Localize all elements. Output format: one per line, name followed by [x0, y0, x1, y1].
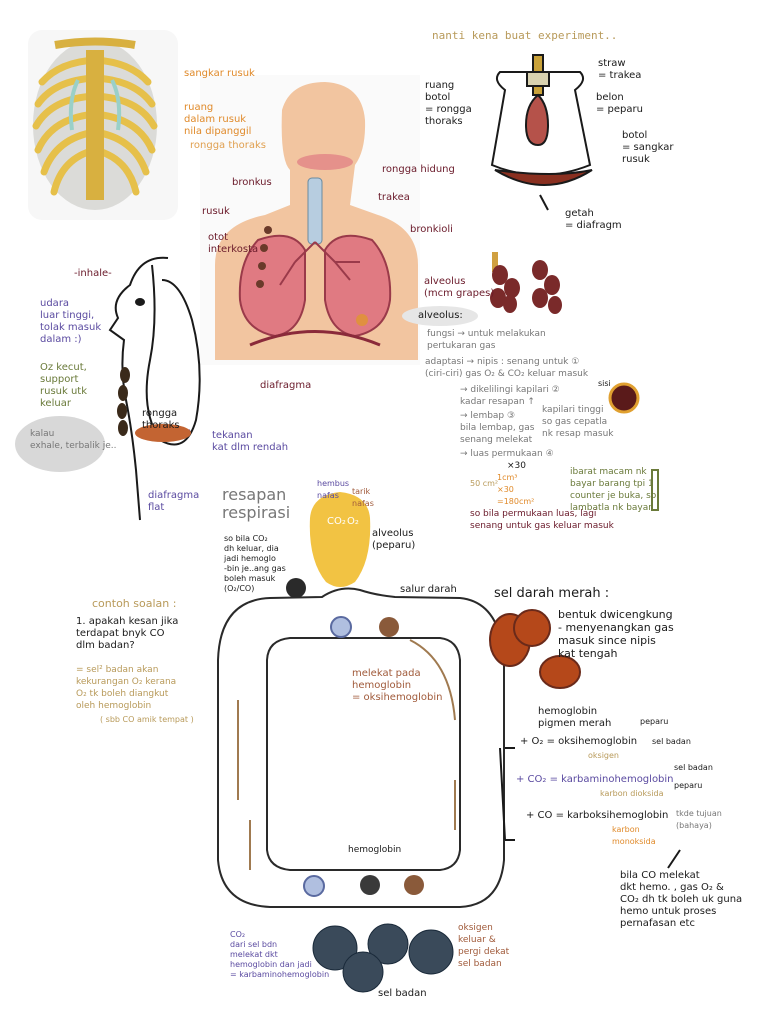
alveolus-grapes — [490, 252, 640, 414]
alveolus-so-bila: so bila permukaan luas, lagi senang untu… — [470, 509, 614, 531]
hemo-bracket — [499, 747, 515, 841]
inhale-tekanan: tekanan kat dlm rendah — [212, 430, 289, 453]
exhale-bubble — [15, 416, 105, 472]
sel-darah-peparu: peparu — [640, 717, 669, 726]
resapan-oksigen: oksigen keluar & pergi dekat sel badan — [458, 923, 510, 969]
body-cells — [312, 923, 454, 993]
alveolus-x30: ×30 — [507, 461, 526, 471]
label-getah: getah = diafragm — [565, 208, 622, 231]
sel-darah-co2-sub: karbon dioksida — [600, 789, 664, 798]
inhale-ribs — [117, 367, 130, 436]
sel-darah-co: + CO = karboksihemoglobin — [526, 810, 669, 821]
resapan-o2-in-sac: O₂ — [347, 516, 359, 527]
resapan-hembus: hembus nafas — [317, 479, 350, 500]
resapan-so-bila: so bila CO₂ dh keluar, dia jadi hemoglo … — [224, 534, 286, 593]
sel-darah-o2-sub: oksigen — [588, 751, 619, 760]
resapan-tarik: tarik nafas — [352, 487, 374, 508]
resapan-melekat: melekat pada hemoglobin = oksihemoglobin — [352, 668, 443, 703]
sel-darah-title: sel darah merah : — [494, 586, 610, 601]
label-rusuk: rusuk — [202, 206, 230, 217]
label-botol: botol = sangkar rusuk — [622, 130, 674, 165]
sel-darah-tkde: tkde tujuan (bahaya) — [676, 809, 722, 830]
alveolus-dikelilingi: → dikelilingi kapilari ② kadar resapan ↑ — [460, 385, 560, 407]
circulation-loop — [217, 587, 505, 908]
inhale-oz: Oz kecut, support rusuk utk keluar — [40, 362, 88, 409]
label-straw: straw = trakea — [598, 58, 642, 81]
alveolus-kapilari: kapilari tinggi so gas cepatla nk resap … — [542, 405, 614, 439]
sel-darah-sel-badan: sel badan — [652, 737, 691, 746]
ribcage-illustration — [28, 30, 178, 220]
sel-darah-peparu2: peparu — [674, 781, 703, 790]
label-diafragma: diafragma — [260, 380, 312, 391]
sel-darah-co-sub: karbon monoksida — [612, 825, 656, 846]
alveolus-cube2: 1cm³ ×30 =180cm² — [497, 473, 535, 506]
alveolus-cube1: 50 cm² — [470, 479, 499, 488]
label-ruang: ruang dalam rusuk nila dipanggil — [184, 102, 252, 137]
torso-illustration — [200, 75, 420, 365]
inhale-rongga: rongga thoraks — [142, 408, 180, 431]
alveolus-sac — [309, 492, 371, 587]
contoh-sub: ( sbb CO amik tempat ) — [100, 715, 194, 724]
label-sangkar: sangkar rusuk — [184, 68, 255, 79]
resapan-co2-in-sac: CO₂ — [327, 516, 346, 527]
inhale-udara: udara luar tinggi, tolak masuk dalam :) — [40, 298, 102, 345]
label-alveolus: alveolus (mcm grapes) — [424, 276, 495, 299]
label-trakea: trakea — [378, 192, 410, 203]
sel-darah-bila: bila CO melekat dkt hemo. , gas O₂ & CO₂… — [620, 870, 743, 929]
ibarat-bracket — [651, 469, 659, 511]
sel-darah-o2: + O₂ = oksihemoglobin — [520, 736, 638, 747]
inhale-diafragma: diafragma flat — [148, 490, 200, 513]
co-arrow — [667, 849, 681, 869]
sel-darah-co2: + CO₂ = karbaminohemoglobin — [516, 774, 674, 785]
label-ruang-botol: ruang botol = rongga thoraks — [425, 80, 472, 127]
red-blood-cells — [489, 609, 581, 689]
contoh-title: contoh soalan : — [92, 597, 177, 610]
alveolus-title: alveolus: — [418, 310, 463, 321]
resapan-title: resapan respirasi — [222, 485, 291, 522]
inhale-kalau: kalau exhale, terbalik je.. — [30, 429, 117, 451]
alveolus-sisi: sisi — [598, 379, 611, 388]
diaphragm-shape — [135, 424, 191, 442]
inhale-title: -inhale- — [74, 268, 112, 279]
bottle-experiment — [490, 54, 593, 211]
experiment-note: nanti kena buat experiment.. — [432, 29, 618, 42]
alveolus-luas: → luas permukaan ④ — [460, 449, 554, 459]
alveolus-adaptasi: adaptasi → nipis : senang untuk ① (ciri-… — [425, 357, 589, 379]
blood-cells — [286, 578, 424, 897]
flow-arrows — [237, 639, 456, 870]
resapan-salur: salur darah — [400, 584, 457, 595]
sel-darah-sel-badan2: sel badan — [674, 763, 713, 772]
label-rongga-thoraks: rongga thoraks — [190, 140, 266, 151]
alveolus-fungsi: fungsi → untuk melakukan pertukaran gas — [427, 329, 546, 351]
sel-darah-bentuk: bentuk dwicengkung - menyenangkan gas ma… — [558, 608, 674, 660]
label-bronkus: bronkus — [232, 177, 272, 188]
resapan-co2-label: CO₂ dari sel bdn melekat dkt hemoglobin … — [230, 930, 330, 979]
contoh-question: 1. apakah kesan jika terdapat bnyk CO dl… — [76, 616, 179, 651]
label-bronkioli: bronkioli — [410, 224, 453, 235]
label-belon: belon = peparu — [596, 92, 643, 115]
resapan-alveolus: alveolus (peparu) — [372, 528, 416, 551]
label-rongga-hidung: rongga hidung — [382, 164, 455, 175]
sel-darah-hemo: hemoglobin pigmen merah — [538, 706, 612, 729]
alveolus-lembap: → lembap ③ bila lembap, gas senang melek… — [460, 411, 535, 445]
resapan-sel-badan: sel badan — [378, 988, 427, 999]
alveolus-ibarat: ibarat macam nk bayar barang tpi 1 count… — [570, 467, 657, 513]
contoh-answer: = sel² badan akan kekurangan O₂ kerana O… — [76, 665, 177, 711]
resapan-hemoglobin: hemoglobin — [348, 845, 402, 855]
label-otot: otot interkosta — [208, 232, 259, 255]
alveolus-title-bubble — [402, 306, 478, 326]
